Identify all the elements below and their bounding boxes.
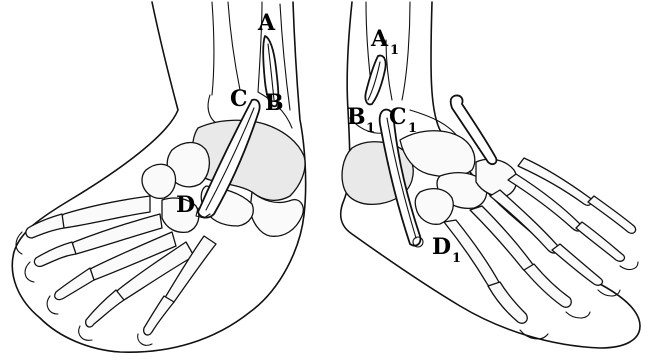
label-d: D bbox=[176, 192, 195, 218]
label-a1: A bbox=[370, 26, 389, 52]
label-a1-subscript: 1 bbox=[390, 43, 399, 58]
right-cuneiform-1 bbox=[415, 189, 453, 225]
label-d1: D bbox=[432, 234, 451, 260]
right-foot bbox=[341, 2, 640, 348]
label-a: A bbox=[257, 10, 276, 36]
label-c1-subscript: 1 bbox=[408, 121, 417, 136]
label-b1: B bbox=[347, 104, 366, 130]
label-c1: C bbox=[389, 104, 407, 130]
left-foot bbox=[12, 2, 305, 352]
label-d1-subscript: 1 bbox=[452, 251, 461, 266]
label-c: C bbox=[230, 86, 248, 112]
label-b: B bbox=[265, 90, 284, 116]
left-cuneiform-1 bbox=[142, 164, 176, 198]
label-b1-subscript: 1 bbox=[366, 121, 375, 136]
